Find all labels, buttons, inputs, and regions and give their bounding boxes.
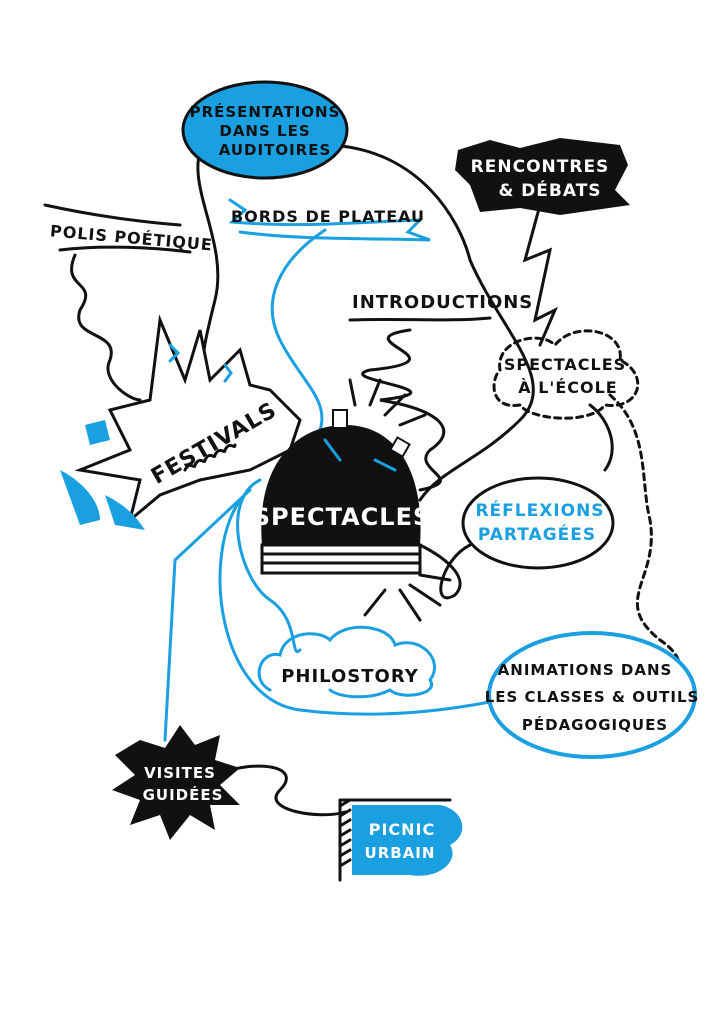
connector-animations: [218, 498, 502, 716]
philostory-label: Philostory: [281, 666, 419, 687]
node-ecole: Spectacles à l'école: [492, 329, 640, 420]
presentations-line-3: auditoires: [219, 141, 332, 159]
reflexions-line-2: partagées: [478, 523, 596, 545]
connector-rencontres: [522, 203, 558, 347]
introductions-label: Introductions: [352, 292, 533, 313]
picnic-line-2: urbain: [365, 844, 436, 862]
connector-ecole-reflexions: [588, 403, 614, 472]
node-introductions: Introductions: [348, 292, 533, 322]
node-rencontres: Rencontres & débats: [455, 138, 630, 215]
ecole-line-1: Spectacles: [504, 355, 626, 374]
node-festivals: Festivals: [60, 314, 302, 530]
connector-introductions: [361, 328, 446, 492]
connectors: [70, 138, 682, 817]
node-bords: Bords de plateau: [228, 198, 431, 242]
presentations-line-2: dans les: [219, 122, 310, 140]
reflexions-line-1: Réflexions: [475, 499, 604, 521]
animations-line-3: pédagogiques: [522, 715, 668, 734]
node-presentations: Présentations dans les auditoires: [181, 80, 349, 180]
ecole-line-2: à l'école: [518, 378, 617, 397]
visites-line-2: guidées: [143, 785, 224, 804]
rencontres-line-1: Rencontres: [471, 157, 610, 177]
node-polis: Polis poétique: [43, 203, 214, 255]
visites-line-1: Visites: [144, 764, 216, 782]
connector-polis: [70, 253, 142, 402]
animations-line-2: les classes & outils: [485, 688, 700, 706]
connector-picnic: [228, 764, 347, 817]
connector-philostory: [236, 478, 302, 654]
node-philostory: Philostory: [257, 625, 437, 699]
node-spectacles: Spectacles: [253, 378, 452, 622]
rencontres-line-2: & débats: [498, 179, 601, 201]
connector-presentations: [328, 143, 535, 502]
connector-reflexions: [418, 543, 472, 600]
connector-bords: [270, 228, 327, 432]
connector-visites: [163, 488, 252, 742]
node-reflexions: Réflexions partagées: [461, 476, 615, 570]
node-picnic: Picnic urbain: [338, 798, 463, 882]
node-visites: Visites guidées: [112, 725, 240, 840]
picnic-line-1: Picnic: [369, 820, 436, 839]
bords-label: Bords de plateau: [231, 207, 425, 226]
spectacles-label: Spectacles: [253, 503, 432, 531]
presentations-line-1: Présentations: [190, 102, 341, 121]
animations-line-1: Animations dans: [498, 661, 673, 679]
node-animations: Animations dans les classes & outils péd…: [485, 631, 700, 759]
